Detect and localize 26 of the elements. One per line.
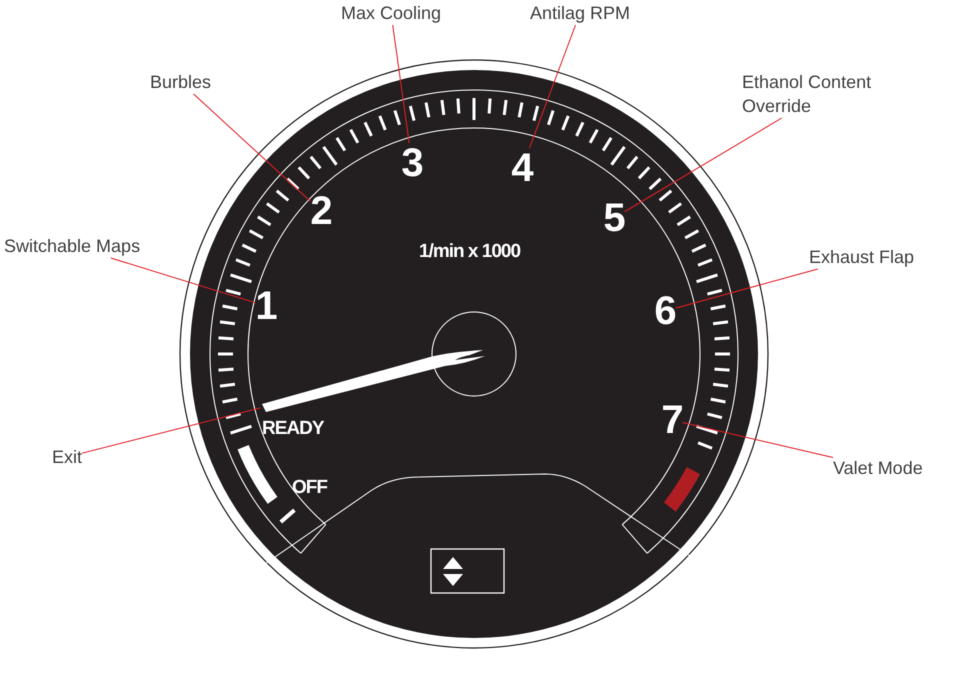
scale-numeral: 1 bbox=[255, 286, 277, 326]
leader-line bbox=[82, 407, 260, 454]
leader-line bbox=[193, 94, 311, 202]
callout-label: Max Cooling bbox=[341, 1, 442, 25]
scale-numeral: 2 bbox=[310, 191, 332, 231]
dial-label: READY bbox=[262, 419, 324, 438]
callout-label: Exhaust Flap bbox=[809, 245, 914, 269]
callout-label: Switchable Maps bbox=[4, 234, 140, 258]
leader-line bbox=[528, 24, 576, 148]
leader-line bbox=[675, 268, 818, 309]
leader-line bbox=[682, 422, 834, 458]
callout-label: Antilag RPM bbox=[530, 1, 630, 25]
leader-line bbox=[110, 258, 256, 304]
leader-line bbox=[392, 24, 410, 144]
callout-label: Ethanol Content Override bbox=[742, 70, 902, 118]
dial-label: OFF bbox=[292, 478, 327, 497]
scale-numeral: 7 bbox=[661, 400, 683, 440]
scale-numeral: 4 bbox=[511, 148, 533, 188]
callout-label: Burbles bbox=[150, 70, 212, 94]
dial-label: 1/min x 1000 bbox=[419, 242, 520, 261]
scale-numeral: 6 bbox=[654, 291, 676, 331]
scale-numeral: 5 bbox=[603, 198, 625, 238]
scale-numeral: 3 bbox=[401, 143, 423, 183]
callout-label: Exit bbox=[52, 445, 82, 469]
leader-line bbox=[624, 118, 782, 212]
callout-label: Valet Mode bbox=[833, 456, 923, 480]
